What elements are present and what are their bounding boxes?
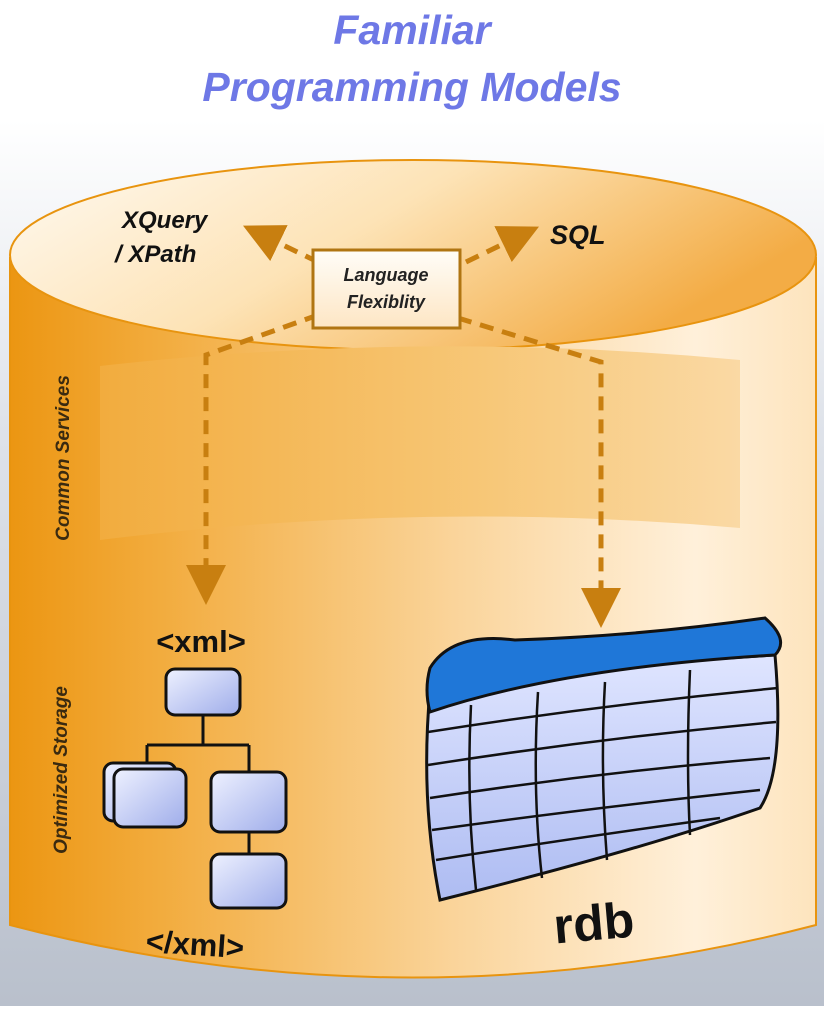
- xml-grandchild-node: [209, 852, 288, 910]
- xml-child-node-front: [112, 767, 188, 829]
- dashed-arrows: [186, 225, 621, 628]
- arrow-to-rdb: [457, 315, 621, 628]
- xquery-label-line-2: / XPath: [114, 241, 196, 268]
- rdb-table: [425, 616, 783, 902]
- xml-open-tag: <xml>: [156, 624, 246, 659]
- language-label-line-1: Language: [343, 265, 428, 285]
- language-label-line-2: Flexiblity: [347, 292, 426, 312]
- xml-tree-connectors: [145, 713, 251, 854]
- xml-close-tag: </xml>: [145, 924, 245, 966]
- sql-label: SQL: [550, 220, 606, 250]
- arrow-to-sql: [464, 226, 539, 265]
- xml-child-node-right: [209, 770, 288, 834]
- rdb-label: rdb: [551, 892, 636, 955]
- title-line-2: Programming Models: [202, 64, 621, 110]
- xml-tree: [102, 667, 288, 910]
- arrow-to-xquery: [243, 225, 320, 265]
- arrow-to-xml: [186, 312, 319, 605]
- rdb-grid-columns: [468, 669, 692, 891]
- common-services-band: [100, 346, 740, 540]
- xquery-label-line-1: XQuery: [120, 207, 209, 234]
- optimized-storage-label: Optimized Storage: [51, 686, 72, 854]
- common-services-label: Common Services: [53, 375, 74, 541]
- language-flexibility-box: [311, 248, 462, 330]
- rdb-table-header: [425, 616, 783, 714]
- rdb-grid-rows: [427, 686, 779, 862]
- xml-root-node: [164, 667, 242, 717]
- title-line-1: Familiar: [333, 7, 492, 53]
